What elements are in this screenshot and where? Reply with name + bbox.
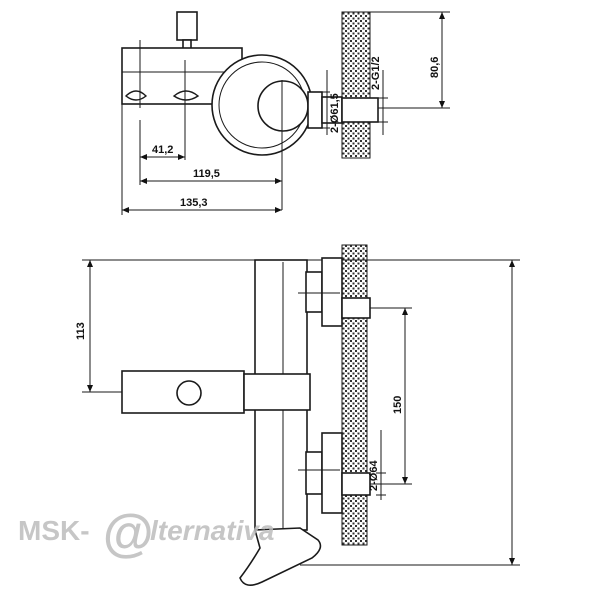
watermark-left: MSK- [18, 515, 90, 546]
wall-hatch-front [341, 244, 368, 546]
watermark-at: @ [102, 505, 153, 563]
dim-135-3: 135,3 [180, 197, 208, 209]
lower-connector [305, 451, 323, 495]
handle-knob [176, 380, 202, 406]
dim-119-5: 119,5 [193, 168, 220, 180]
top-knob [176, 11, 198, 41]
spout [239, 527, 322, 586]
top-view: 41,2 119,5 135,3 2-Ø61,5 2-G1/2 80,6 [121, 11, 450, 215]
wall-hatch-top [341, 11, 371, 159]
dim-2-d61-5: 2-Ø61,5 [329, 93, 341, 133]
front-view: 113 150 2-Ø64 [75, 244, 520, 586]
dim-41-2: 41,2 [152, 144, 173, 156]
dim-150: 150 [392, 396, 404, 414]
upper-connector [305, 271, 323, 313]
watermark: MSK- @ lternativa [18, 505, 275, 563]
dim-2-d64: 2-Ø64 [368, 460, 380, 491]
watermark-right: lternativa [150, 515, 275, 546]
dim-80-6: 80,6 [429, 57, 441, 78]
dim-2-g1-2: 2-G1/2 [370, 56, 382, 90]
dim-113: 113 [75, 322, 87, 340]
